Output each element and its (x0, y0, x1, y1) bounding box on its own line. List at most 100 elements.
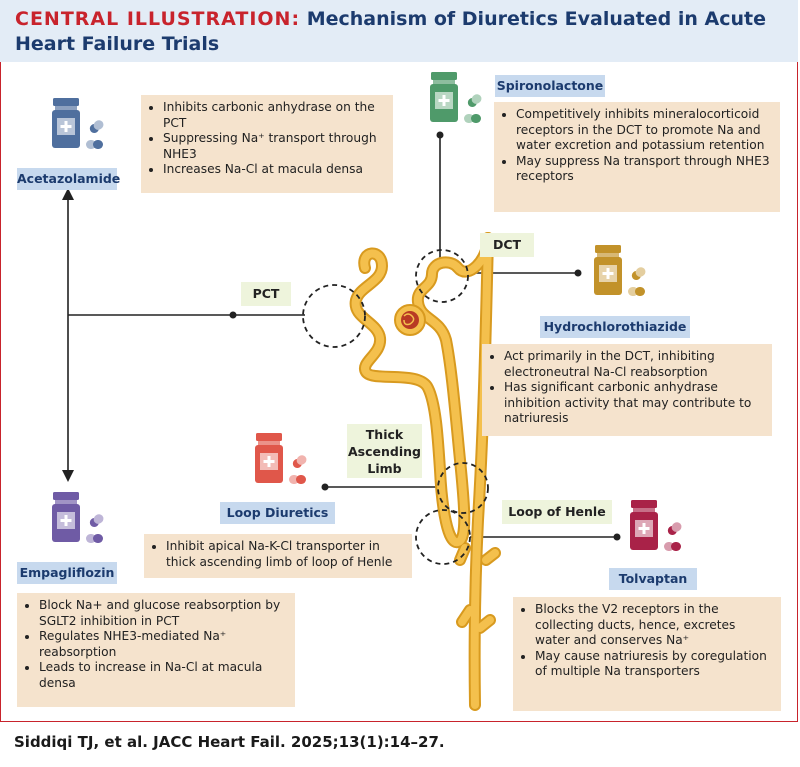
capsule-half-icon (86, 140, 96, 149)
bottle-neck-icon (55, 500, 77, 504)
capsule-half-icon (296, 455, 307, 465)
capsule-icon (631, 267, 646, 281)
acetazolamide-label: Acetazolamide (17, 168, 120, 190)
capsule-icon (667, 522, 682, 536)
bottle-cap-icon (631, 500, 657, 508)
bottle-neck-icon (633, 508, 655, 512)
capsule-half-icon (86, 534, 96, 543)
spironolactone-medicine-icon (430, 72, 482, 123)
thick-ascending-limb-label-line-1: Thick (365, 427, 404, 442)
plus-icon (60, 125, 72, 128)
figure-title-text-1: Mechanism of Diuretics Evaluated in Acut… (306, 8, 766, 30)
pct-dot (229, 311, 237, 319)
tolvaptan-dot (613, 533, 621, 541)
capsule-icon (292, 455, 307, 469)
capsule-half-icon (628, 287, 638, 296)
bottle-neck-icon (433, 80, 455, 84)
bottle-cap-icon (431, 72, 457, 80)
bottle-cap-icon (595, 245, 621, 253)
capsule-icon (289, 475, 306, 484)
arrowhead-up (62, 188, 74, 200)
empagliflozin-mechanism-1: Block Na+ and glucose reabsorption by SG… (39, 598, 287, 629)
arrowhead-down (62, 470, 74, 482)
thick-ascending-limb-label-line-2: Ascending (348, 444, 421, 459)
acetazolamide-mechanism-3: Increases Na-Cl at macula densa (163, 162, 385, 178)
citation: Siddiqi TJ, et al. JACC Heart Fail. 2025… (14, 733, 445, 751)
capsule-icon (464, 114, 481, 123)
loop-of-henle-label: Loop of Henle (502, 500, 612, 524)
capsule-half-icon (471, 114, 481, 123)
acetazolamide-medicine-icon (52, 98, 104, 149)
tolvaptan-mechanism-1: Blocks the V2 receptors in the collectin… (535, 602, 773, 649)
capsule-half-icon (671, 542, 681, 551)
tolvaptan-mechanism-2: May cause natriuresis by coregulation of… (535, 649, 773, 680)
capsule-half-icon (93, 514, 104, 524)
spironolactone-dot (436, 131, 444, 139)
nephron (349, 232, 501, 711)
capsule-half-icon (93, 534, 103, 543)
capsule-icon (467, 94, 482, 108)
loop-diuretics-medicine-icon (255, 433, 307, 484)
focus-circles (302, 249, 489, 565)
hydrochlorothiazide-medicine-icon (594, 245, 646, 296)
capsule-icon (86, 140, 103, 149)
hydrochlorothiazide-dot (574, 269, 582, 277)
acetazolamide-mechanism-box: Inhibits carbonic anhydrase on the PCT S… (141, 95, 393, 193)
title-banner: CENTRAL ILLUSTRATION: Mechanism of Diure… (0, 0, 798, 62)
capsule-icon (664, 542, 681, 551)
spironolactone-mechanism-box: Competitively inhibits mineralocorticoid… (494, 102, 780, 212)
capsule-half-icon (471, 94, 482, 104)
capsule-half-icon (93, 120, 104, 130)
tolvaptan-mechanism-box: Blocks the V2 receptors in the collectin… (513, 597, 781, 711)
bottle-cap-icon (53, 98, 79, 106)
figure-title-line-1: CENTRAL ILLUSTRATION: Mechanism of Diure… (15, 8, 766, 30)
plus-icon (638, 527, 650, 530)
thick-ascending-limb-label-line-3: Limb (367, 461, 402, 476)
bottle-neck-icon (55, 106, 77, 110)
hydrochlorothiazide-label: Hydrochlorothiazide (540, 316, 690, 338)
empagliflozin-mechanism-2: Regulates NHE3-mediated Na⁺ reabsorption (39, 629, 287, 660)
loop-diuretics-mechanism-box: Inhibit apical Na-K-Cl transporter in th… (144, 534, 412, 578)
connector-dots (229, 131, 621, 541)
figure-title-line-2: Heart Failure Trials (15, 33, 220, 55)
bottle-cap-icon (256, 433, 282, 441)
acetazolamide-mechanism-1: Inhibits carbonic anhydrase on the PCT (163, 100, 385, 131)
dct-focus-circle (415, 249, 469, 303)
spironolactone-mechanism-1: Competitively inhibits mineralocorticoid… (516, 107, 772, 154)
tolvaptan-medicine-icon (630, 500, 682, 551)
dct-label: DCT (480, 233, 534, 257)
hydrochlorothiazide-mechanism-box: Act primarily in the DCT, inhibiting ele… (482, 344, 772, 436)
capsule-half-icon (464, 114, 474, 123)
plus-icon (263, 460, 275, 463)
capsule-half-icon (671, 522, 682, 532)
loop-diuretics-mechanism-1: Inhibit apical Na-K-Cl transporter in th… (166, 539, 404, 570)
capsule-half-icon (664, 542, 674, 551)
capsule-half-icon (289, 475, 299, 484)
capsule-half-icon (635, 267, 646, 277)
capsule-half-icon (635, 287, 645, 296)
glomerulus (394, 304, 426, 336)
empagliflozin-mechanism-box: Block Na+ and glucose reabsorption by SG… (17, 593, 295, 707)
pct-label: PCT (241, 282, 291, 306)
capsule-half-icon (93, 140, 103, 149)
empagliflozin-label: Empagliflozin (17, 562, 117, 584)
nephron-diagram (52, 72, 682, 711)
spironolactone-label: Spironolactone (495, 75, 605, 97)
thick-ascending-limb-label: Thick Ascending Limb (347, 424, 422, 478)
plus-icon (438, 99, 450, 102)
bottle-neck-icon (258, 441, 280, 445)
tolvaptan-label: Tolvaptan (609, 568, 697, 590)
hydrochlorothiazide-mechanism-2: Has significant carbonic anhydrase inhib… (504, 380, 764, 427)
hydrochlorothiazide-mechanism-1: Act primarily in the DCT, inhibiting ele… (504, 349, 764, 380)
capsule-icon (89, 514, 104, 528)
capsule-icon (628, 287, 645, 296)
plus-icon (602, 272, 614, 275)
empagliflozin-medicine-icon (52, 492, 104, 543)
bottle-cap-icon (53, 492, 79, 500)
capsule-half-icon (296, 475, 306, 484)
thick-ascending-limb-focus-circle (437, 462, 489, 514)
spironolactone-mechanism-2: May suppress Na transport through NHE3 r… (516, 154, 772, 185)
loop-of-henle-focus-circle (415, 509, 471, 565)
pct-focus-circle (302, 284, 366, 348)
loop-diuretics-label: Loop Diuretics (220, 502, 335, 524)
